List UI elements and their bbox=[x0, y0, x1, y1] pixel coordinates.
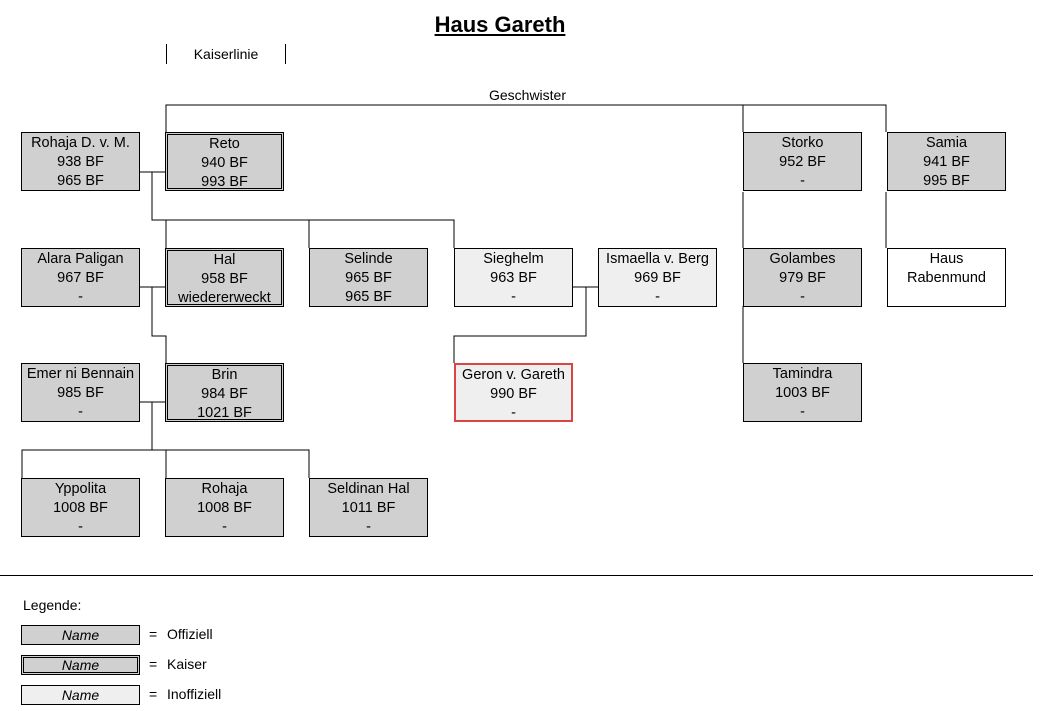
person-name: Samia bbox=[925, 135, 968, 151]
person-birth: 1008 BF bbox=[197, 500, 252, 516]
house-name-line1: Haus bbox=[929, 251, 964, 267]
person-name: Rohaja D. v. M. bbox=[31, 135, 130, 151]
person-storko[interactable]: Storko 952 BF - bbox=[743, 132, 862, 191]
person-samia[interactable]: Samia 941 BF 995 BF bbox=[887, 132, 1006, 191]
person-sieghelm[interactable]: Sieghelm 963 BF - bbox=[454, 248, 573, 307]
person-reto[interactable]: Reto 940 BF 993 BF bbox=[165, 132, 284, 191]
person-name: Sieghelm bbox=[483, 251, 544, 267]
person-birth: 965 BF bbox=[345, 270, 392, 286]
person-name: Reto bbox=[209, 136, 240, 152]
person-birth: 967 BF bbox=[57, 270, 104, 286]
person-seldinan-hal[interactable]: Seldinan Hal 1011 BF - bbox=[309, 478, 428, 537]
person-tamindra[interactable]: Tamindra 1003 BF - bbox=[743, 363, 862, 422]
person-name: Yppolita bbox=[54, 481, 107, 497]
legend-label-offiziell: Offiziell bbox=[167, 626, 213, 642]
person-rohaja[interactable]: Rohaja 1008 BF - bbox=[165, 478, 284, 537]
person-death: - bbox=[655, 289, 660, 305]
house-rabenmund[interactable]: Haus Rabenmund bbox=[887, 248, 1006, 307]
legend-swatch-offiziell: Name bbox=[21, 625, 140, 645]
person-name: Golambes bbox=[769, 251, 836, 267]
person-alara-paligan[interactable]: Alara Paligan 967 BF - bbox=[21, 248, 140, 307]
person-birth: 940 BF bbox=[201, 155, 248, 171]
legend-equals: = bbox=[149, 656, 158, 672]
person-death: - bbox=[78, 289, 83, 305]
person-birth: 941 BF bbox=[923, 154, 970, 170]
page-title: Haus Gareth bbox=[434, 12, 566, 37]
person-name: Geron v. Gareth bbox=[462, 367, 565, 383]
kaiserlinie-label: Kaiserlinie bbox=[193, 46, 259, 62]
person-birth: 990 BF bbox=[490, 386, 537, 402]
person-yppolita[interactable]: Yppolita 1008 BF - bbox=[21, 478, 140, 537]
person-death: - bbox=[800, 404, 805, 420]
person-birth: 979 BF bbox=[779, 270, 826, 286]
legend-equals: = bbox=[149, 626, 158, 642]
person-golambes[interactable]: Golambes 979 BF - bbox=[743, 248, 862, 307]
legend-divider bbox=[0, 575, 1033, 576]
reto-children-line bbox=[151, 172, 455, 248]
legend-swatch-kaiser: Name bbox=[21, 655, 140, 675]
person-birth: 984 BF bbox=[201, 386, 248, 402]
person-name: Seldinan Hal bbox=[327, 481, 410, 497]
person-birth: 958 BF bbox=[201, 271, 248, 287]
person-death: 965 BF bbox=[57, 173, 104, 189]
person-hal[interactable]: Hal 958 BF wiedererweckt bbox=[165, 248, 284, 307]
legend-equals: = bbox=[149, 686, 158, 702]
person-name: Ismaella v. Berg bbox=[606, 251, 709, 267]
person-selinde[interactable]: Selinde 965 BF 965 BF bbox=[309, 248, 428, 307]
person-death: - bbox=[78, 404, 83, 420]
person-name: Emer ni Bennain bbox=[26, 366, 135, 382]
person-rohaja-dvm[interactable]: Rohaja D. v. M. 938 BF 965 BF bbox=[21, 132, 140, 191]
legend-swatch-inoffiziell: Name bbox=[21, 685, 140, 705]
brin-children-line bbox=[21, 402, 310, 478]
person-death: - bbox=[366, 519, 371, 535]
person-death: 965 BF bbox=[345, 289, 392, 305]
kaiserlinie-marker: Kaiserlinie bbox=[166, 44, 286, 64]
person-birth: 938 BF bbox=[57, 154, 104, 170]
person-death: - bbox=[511, 289, 516, 305]
legend-label-inoffiziell: Inoffiziell bbox=[167, 686, 222, 702]
legend-label-kaiser: Kaiser bbox=[167, 656, 207, 672]
legend-title: Legende: bbox=[23, 597, 82, 613]
person-death: 1021 BF bbox=[197, 405, 252, 421]
person-ismaella-v-berg[interactable]: Ismaella v. Berg 969 BF - bbox=[598, 248, 717, 307]
sibling-line bbox=[165, 104, 887, 132]
person-birth: 1008 BF bbox=[53, 500, 108, 516]
person-name: Tamindra bbox=[772, 366, 833, 382]
person-name: Rohaja bbox=[201, 481, 248, 497]
person-name: Alara Paligan bbox=[37, 251, 124, 267]
person-birth: 985 BF bbox=[57, 385, 104, 401]
person-death: - bbox=[800, 289, 805, 305]
person-death: - bbox=[78, 519, 83, 535]
person-death: 993 BF bbox=[201, 174, 248, 190]
reto-children-drops bbox=[165, 220, 310, 248]
person-name: Storko bbox=[781, 135, 824, 151]
person-death: - bbox=[800, 173, 805, 189]
person-death: - bbox=[511, 405, 516, 421]
person-birth: 1003 BF bbox=[775, 385, 830, 401]
person-name: Hal bbox=[213, 252, 236, 268]
person-name: Brin bbox=[211, 367, 238, 383]
person-emer-ni-bennain[interactable]: Emer ni Bennain 985 BF - bbox=[21, 363, 140, 422]
person-name: Selinde bbox=[344, 251, 393, 267]
person-brin[interactable]: Brin 984 BF 1021 BF bbox=[165, 363, 284, 422]
person-geron-v-gareth[interactable]: Geron v. Gareth 990 BF - bbox=[454, 363, 573, 422]
person-birth: 969 BF bbox=[634, 270, 681, 286]
geschwister-label: Geschwister bbox=[488, 87, 567, 103]
person-death: - bbox=[222, 519, 227, 535]
sieghelm-child-line bbox=[453, 287, 587, 363]
person-birth: 963 BF bbox=[490, 270, 537, 286]
house-name-line2: Rabenmund bbox=[907, 270, 986, 286]
person-birth: 952 BF bbox=[779, 154, 826, 170]
hal-child-line bbox=[151, 287, 167, 363]
person-death: wiedererweckt bbox=[178, 290, 271, 306]
person-death: 995 BF bbox=[923, 173, 970, 189]
person-birth: 1011 BF bbox=[341, 500, 396, 516]
